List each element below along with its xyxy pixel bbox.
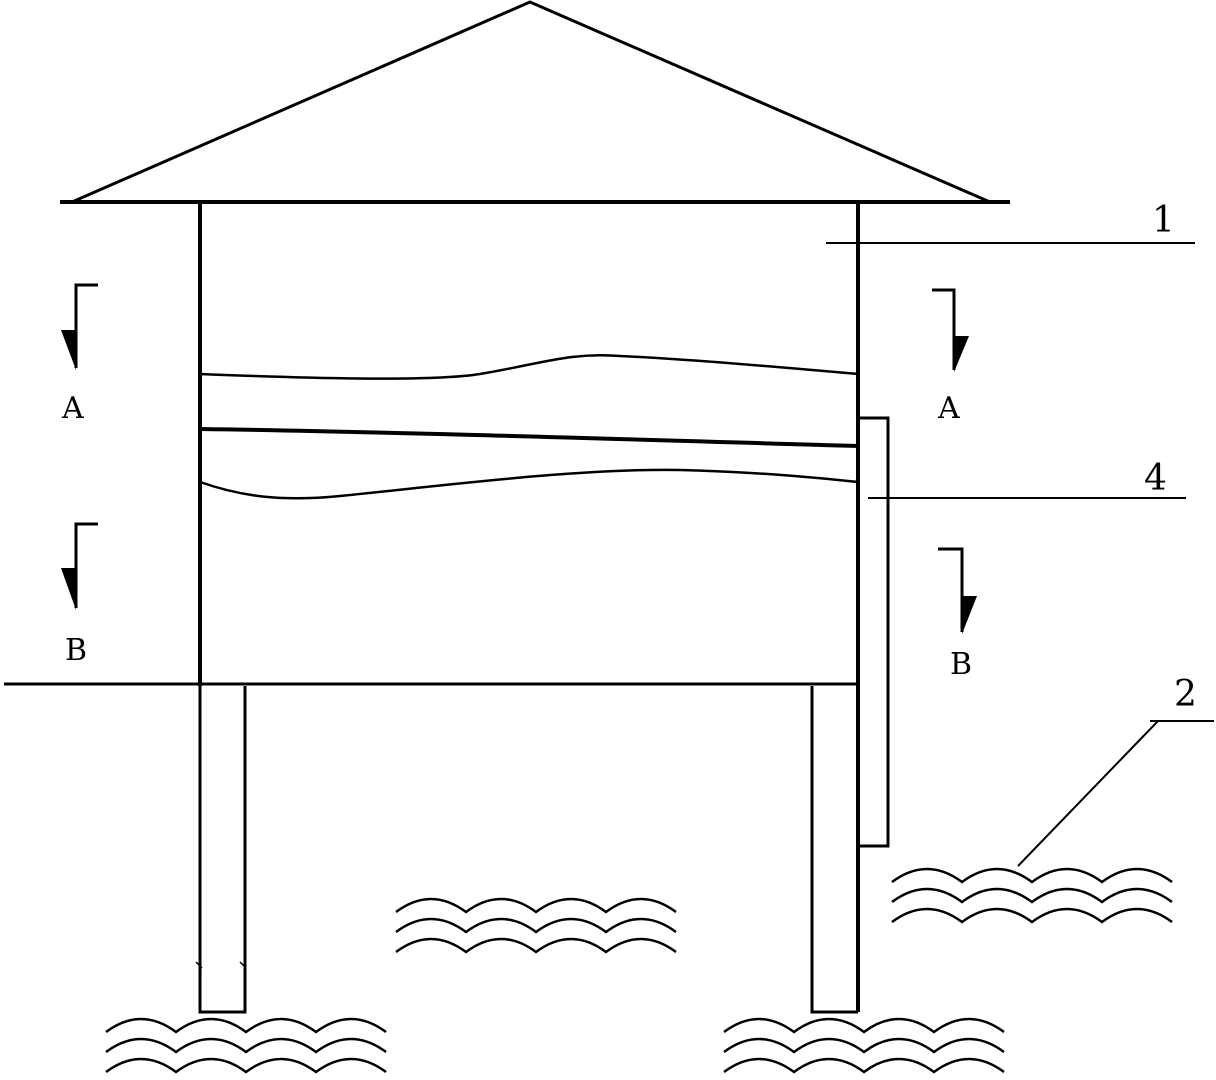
side-panel <box>858 416 890 848</box>
soil-wave-row <box>891 887 1173 904</box>
section-arrow-a-left <box>61 330 76 370</box>
internal-layers <box>199 354 859 500</box>
text-labels: 1 4 2 A A B B <box>61 200 1197 715</box>
section-mark-a-right <box>932 288 969 372</box>
soil-wave-row <box>891 867 1173 884</box>
section-arrow-a-right <box>954 336 969 372</box>
right-pile <box>810 686 858 1014</box>
section-marks <box>61 283 977 634</box>
soil-wave-row <box>891 907 1173 924</box>
left-pile-tick-left <box>195 961 203 969</box>
label-section-a-left: A <box>61 391 84 426</box>
roof <box>60 0 1010 204</box>
structure-body <box>4 202 860 1012</box>
soil-wave-row <box>105 1037 387 1054</box>
leader-line-2-diagonal <box>1017 720 1159 867</box>
soil-wave-row <box>395 937 677 954</box>
leader-lines <box>826 242 1214 867</box>
layer-curve-lower <box>199 468 859 500</box>
soil-wave-row <box>723 1057 1005 1074</box>
label-section-a-right: A <box>937 391 960 426</box>
soil-symbol-right <box>891 867 1173 924</box>
soil-wave-row <box>395 897 677 914</box>
soil-wave-row <box>105 1017 387 1034</box>
soil-wave-row <box>723 1017 1005 1034</box>
section-mark-b-left <box>61 522 98 610</box>
label-part-4: 4 <box>1144 458 1167 499</box>
section-mark-a-left <box>61 283 98 370</box>
label-part-2: 2 <box>1174 674 1197 715</box>
soil-wave-row <box>395 917 677 934</box>
label-part-1: 1 <box>1152 200 1175 241</box>
left-pile-tick-right <box>239 961 247 969</box>
side-panel-outline <box>858 416 890 848</box>
section-mark-b-right <box>938 547 977 634</box>
soil-wave-row <box>105 1057 387 1074</box>
layer-curve-upper <box>199 354 859 380</box>
support-legs <box>195 686 858 1014</box>
soil-hatching <box>105 867 1173 1074</box>
section-arrow-b-right <box>962 596 977 634</box>
soil-symbol-left-base <box>105 1017 387 1074</box>
soil-symbol-center <box>395 897 677 954</box>
section-arrow-b-left <box>61 568 76 610</box>
layer-line-middle <box>199 427 859 448</box>
soil-wave-row <box>723 1037 1005 1054</box>
roof-outline <box>71 0 991 204</box>
label-section-b-right: B <box>950 647 972 682</box>
soil-symbol-right-base <box>723 1017 1005 1074</box>
label-section-b-left: B <box>65 633 87 668</box>
left-pile <box>198 686 247 1014</box>
